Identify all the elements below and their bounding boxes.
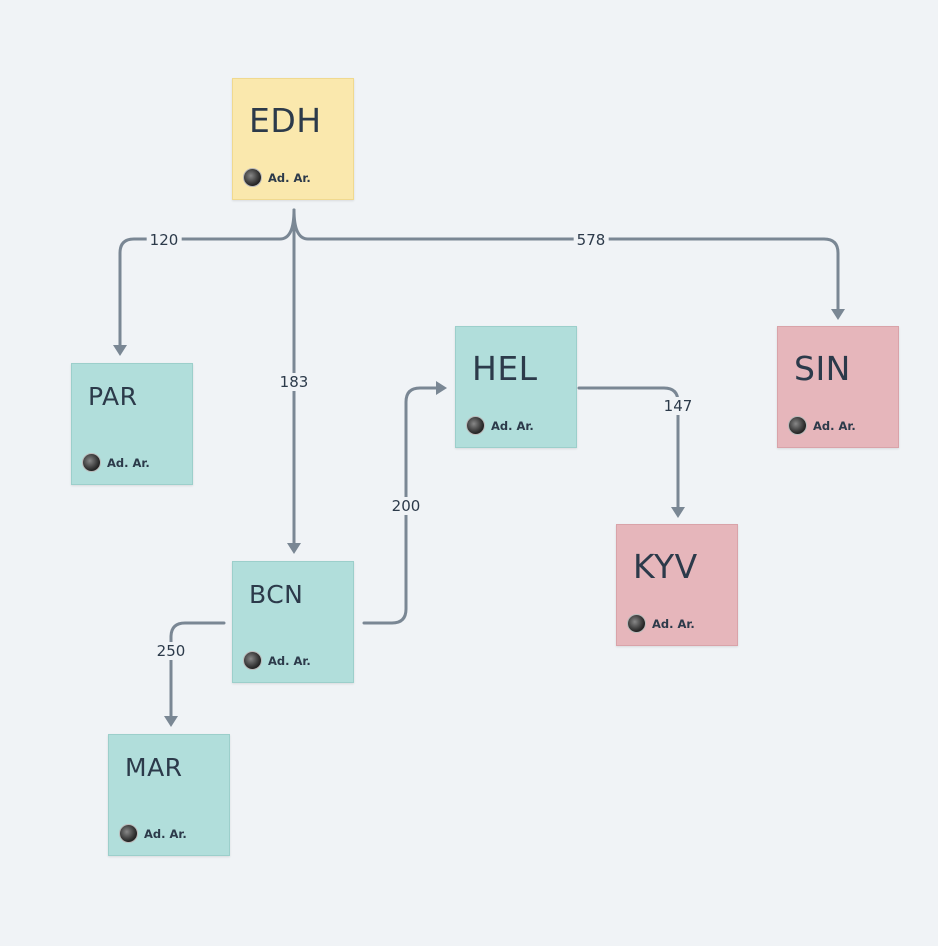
note-title: KYV xyxy=(633,547,698,586)
avatar xyxy=(466,416,485,435)
edge-label-200: 200 xyxy=(388,497,424,515)
avatar xyxy=(788,416,807,435)
edge-label-250: 250 xyxy=(153,642,189,660)
note-title: EDH xyxy=(249,101,322,140)
sticky-note-par[interactable]: PAR Ad. Ar. xyxy=(71,363,193,485)
arrowhead-mar xyxy=(164,716,178,727)
note-title: HEL xyxy=(472,349,538,388)
note-title: BCN xyxy=(249,580,304,609)
edge-label-120: 120 xyxy=(146,231,182,249)
avatar xyxy=(627,614,646,633)
author-name: Ad. Ar. xyxy=(144,826,187,841)
edge-bcn-mar[interactable] xyxy=(169,621,226,718)
sticky-note-sin[interactable]: SIN Ad. Ar. xyxy=(777,326,899,448)
arrowhead-kyv xyxy=(671,507,685,518)
author-name: Ad. Ar. xyxy=(652,616,695,631)
edge-edh-sin[interactable] xyxy=(292,208,840,311)
sticky-note-kyv[interactable]: KYV Ad. Ar. xyxy=(616,524,738,646)
author-name: Ad. Ar. xyxy=(813,418,856,433)
sticky-note-edh[interactable]: EDH Ad. Ar. xyxy=(232,78,354,200)
avatar xyxy=(243,168,262,187)
note-author: Ad. Ar. xyxy=(627,614,695,633)
author-name: Ad. Ar. xyxy=(268,170,311,185)
note-title: MAR xyxy=(125,753,183,782)
edge-edh-par[interactable] xyxy=(118,208,296,347)
note-author: Ad. Ar. xyxy=(243,651,311,670)
note-title: SIN xyxy=(794,349,851,388)
note-author: Ad. Ar. xyxy=(82,453,150,472)
avatar xyxy=(119,824,138,843)
sticky-note-hel[interactable]: HEL Ad. Ar. xyxy=(455,326,577,448)
sticky-note-mar[interactable]: MAR Ad. Ar. xyxy=(108,734,230,856)
note-author: Ad. Ar. xyxy=(788,416,856,435)
arrowhead-sin xyxy=(831,309,845,320)
avatar xyxy=(243,651,262,670)
edge-label-578: 578 xyxy=(573,231,609,249)
note-author: Ad. Ar. xyxy=(119,824,187,843)
note-author: Ad. Ar. xyxy=(466,416,534,435)
author-name: Ad. Ar. xyxy=(268,653,311,668)
arrowhead-bcn xyxy=(287,543,301,554)
arrowhead-hel xyxy=(436,381,447,395)
note-title: PAR xyxy=(88,382,138,411)
author-name: Ad. Ar. xyxy=(107,455,150,470)
arrowhead-par xyxy=(113,345,127,356)
edge-label-183: 183 xyxy=(276,373,312,391)
sticky-note-bcn[interactable]: BCN Ad. Ar. xyxy=(232,561,354,683)
note-author: Ad. Ar. xyxy=(243,168,311,187)
author-name: Ad. Ar. xyxy=(491,418,534,433)
edge-label-147: 147 xyxy=(660,397,696,415)
avatar xyxy=(82,453,101,472)
